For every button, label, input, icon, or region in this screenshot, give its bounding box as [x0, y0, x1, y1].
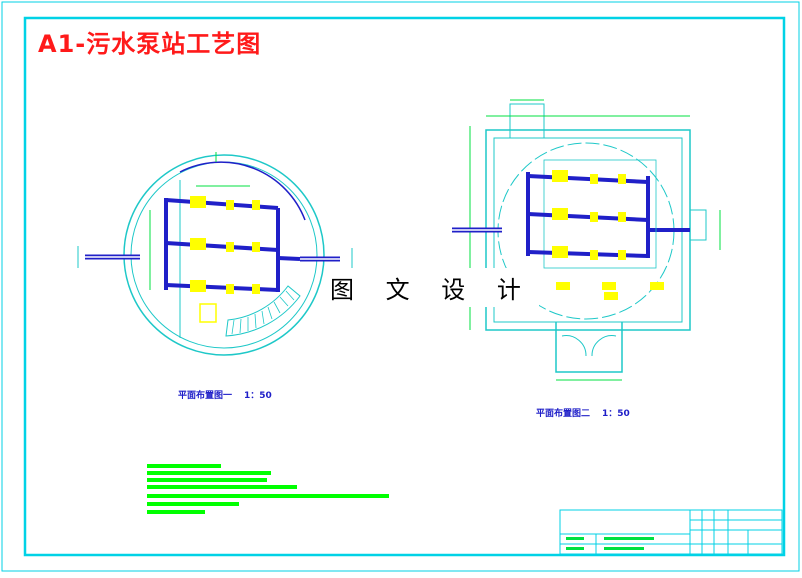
pump-3 [190, 280, 206, 292]
plan-two-drawing [452, 99, 721, 381]
check-valve-1 [252, 200, 260, 210]
plan-two-caption-scale: 1：50 [602, 409, 630, 419]
valve-3 [226, 284, 234, 294]
pump-5 [552, 208, 568, 220]
entry-corridor [555, 322, 623, 373]
plan-two-caption-name: 平面布置图二 [536, 409, 591, 419]
pump-6 [552, 246, 568, 258]
plan-one-discharge-link [277, 256, 301, 261]
pump-1 [190, 196, 206, 208]
note-line-6 [147, 502, 239, 506]
valve-5 [590, 212, 598, 222]
dim-box-1 [556, 282, 570, 290]
top-vestibule [509, 103, 545, 139]
plan-one-caption-name: 平面布置图一 [178, 391, 233, 401]
plan-two-caption: 平面布置图二 1：50 [536, 406, 630, 419]
side-door [690, 209, 707, 241]
pump-2 [190, 238, 206, 250]
check-valve-6 [618, 250, 626, 260]
well-inner-wall [130, 161, 318, 349]
pump-line-3 [165, 280, 279, 294]
title-block-label-text [566, 537, 584, 540]
double-door [561, 335, 617, 357]
valve-4 [590, 174, 598, 184]
note-line-2 [147, 471, 271, 475]
title-block-frame [559, 509, 783, 555]
pump-line-6 [527, 246, 649, 260]
note-line-3 [147, 478, 267, 482]
valve-6 [590, 250, 598, 260]
title-block-drawing-text [604, 547, 644, 550]
pump-line-1 [165, 196, 279, 210]
plan-one-caption: 平面布置图一 1：50 [178, 388, 272, 401]
stair-treads [231, 290, 295, 335]
title-block-name-text [604, 537, 654, 540]
title-block-label-text-2 [566, 547, 584, 550]
spiral-stair [225, 285, 301, 337]
dim-box-2 [602, 282, 616, 290]
well-partition [179, 161, 306, 221]
sump-pit [199, 303, 217, 323]
valve-2 [226, 242, 234, 252]
check-valve-2 [252, 242, 260, 252]
dim-box-3 [650, 282, 664, 290]
well-outer-wall [123, 154, 325, 356]
note-line-7 [147, 510, 205, 514]
pump-line-4 [527, 170, 649, 184]
pump-line-5 [527, 208, 649, 222]
drawing-title: A1-污水泵站工艺图 [38, 30, 262, 58]
watermark-text: 图 文 设 计 [324, 268, 539, 307]
note-line-5 [147, 494, 389, 498]
check-valve-3 [252, 284, 260, 294]
pump-4 [552, 170, 568, 182]
pump-line-2 [165, 238, 279, 252]
check-valve-4 [618, 174, 626, 184]
title-block [559, 509, 783, 555]
note-line-4 [147, 485, 297, 489]
design-notes [147, 464, 389, 514]
plan-one-caption-scale: 1：50 [244, 391, 272, 401]
check-valve-5 [618, 212, 626, 222]
sheet-inner-border [23, 16, 786, 557]
dim-box-4 [604, 292, 618, 300]
plan-one-drawing [77, 152, 353, 356]
note-line-1 [147, 464, 221, 468]
valve-1 [226, 200, 234, 210]
